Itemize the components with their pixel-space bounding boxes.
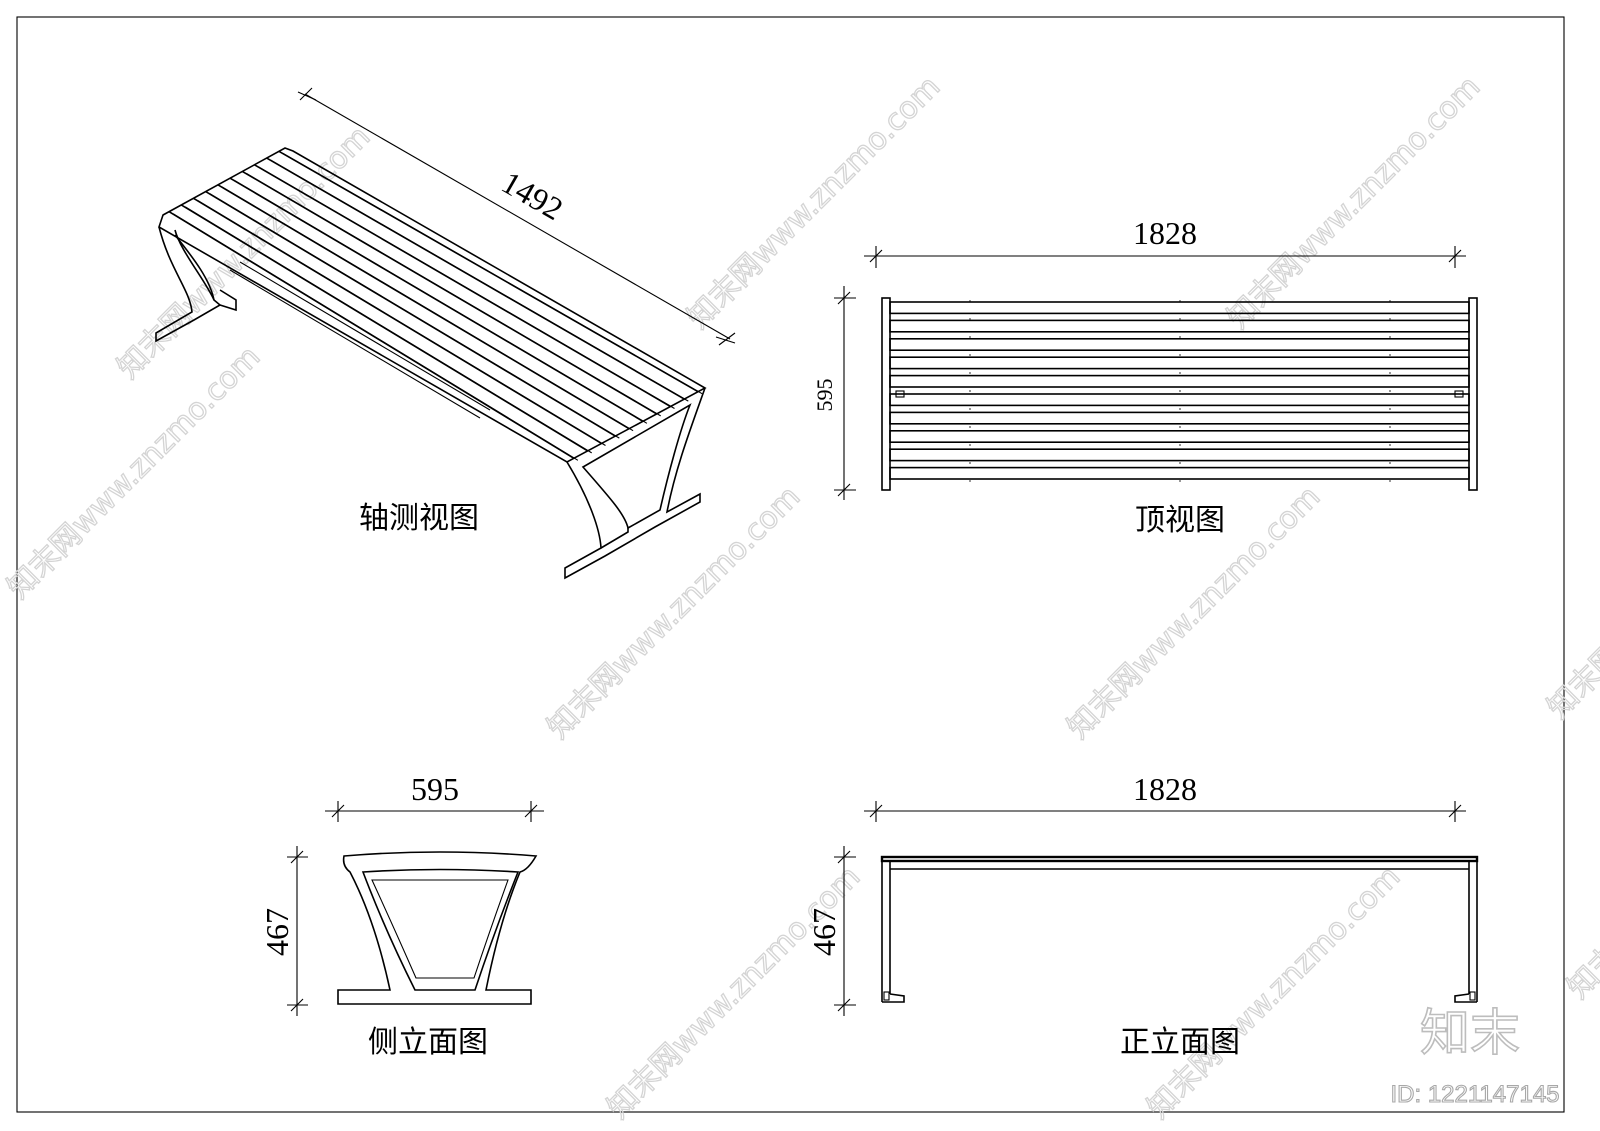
top-slat <box>889 466 1470 480</box>
watermark-text: 知末网www.znzmo.com <box>1541 459 1600 725</box>
axonometric-view: 1492 轴测视图 <box>155 87 736 580</box>
side-width-dimension-line <box>325 801 544 822</box>
watermark-text: 知末网www.znzmo.com <box>1221 69 1487 335</box>
bench-top-view-drawing <box>881 297 1478 491</box>
axonometric-slat-edge <box>185 206 592 454</box>
drawing-frame <box>16 16 1565 1113</box>
side-height-dimension-line <box>287 846 308 1016</box>
bench-front-view-drawing <box>880 855 1479 1003</box>
side-height-label: 467 <box>259 908 295 956</box>
axonometric-caption: 轴测视图 <box>359 501 479 536</box>
watermark-layer: 知末网www.znzmo.com 知末网www.znzmo.com 知末网www.z… <box>0 69 1600 1127</box>
axonometric-slat-edge <box>172 213 579 461</box>
axonometric-slat-edge <box>282 152 703 395</box>
top-caption: 顶视图 <box>1135 503 1225 538</box>
front-elevation-view: 1828 467 正立面图 <box>806 771 1479 1060</box>
top-slat <box>889 393 1470 407</box>
watermark-text: 知末网www.znzmo.com <box>681 69 947 335</box>
top-slat <box>889 374 1470 388</box>
top-view-slats <box>889 300 1470 488</box>
watermark-logo: 知末 <box>1420 1004 1520 1062</box>
bench-axonometric-drawing <box>155 147 707 580</box>
top-view: 1828 595 顶视图 <box>812 215 1478 538</box>
top-width-label: 595 <box>812 379 837 412</box>
top-width-dimension-line <box>834 286 856 500</box>
axonometric-dimension-line <box>297 87 736 346</box>
watermark-text: 知末网www.znzmo.com <box>1561 739 1600 1005</box>
side-caption: 侧立面图 <box>368 1025 488 1060</box>
watermark-text: 知末网www.znzmo.com <box>1141 859 1407 1125</box>
bench-side-frame-drawing <box>337 851 538 1005</box>
watermark-id: ID: 1221147145 <box>1390 1081 1559 1108</box>
watermark-text: 知末网www.znzmo.com <box>601 859 867 1125</box>
watermark-text: 知末网www.znzmo.com <box>541 479 807 745</box>
top-slat <box>889 429 1470 443</box>
axonometric-slat-edge <box>209 193 620 439</box>
front-length-label: 1828 <box>1133 771 1197 807</box>
top-length-label: 1828 <box>1133 215 1197 251</box>
front-length-dimension-line <box>864 801 1466 822</box>
top-slat <box>889 356 1470 370</box>
axonometric-length-label: 1492 <box>496 164 569 227</box>
side-elevation-view: 595 467 侧立面图 <box>259 771 544 1060</box>
top-length-dimension-line <box>864 246 1466 268</box>
front-caption: 正立面图 <box>1120 1025 1240 1060</box>
top-slat <box>889 448 1470 462</box>
axonometric-slat-edge <box>197 199 606 446</box>
side-width-label: 595 <box>411 771 459 807</box>
top-slat <box>889 319 1470 333</box>
axonometric-slat-edge <box>221 186 634 432</box>
axonometric-slats <box>168 150 703 461</box>
axonometric-slat-edge <box>246 172 661 417</box>
top-slat <box>889 301 1470 315</box>
axonometric-slat-edge <box>233 179 648 424</box>
axonometric-slat-edge <box>270 159 689 402</box>
front-height-label: 467 <box>806 908 842 956</box>
front-height-dimension-line <box>834 846 856 1016</box>
axonometric-slat-edge <box>258 166 675 409</box>
top-slat <box>889 411 1470 425</box>
top-slat <box>889 337 1470 351</box>
